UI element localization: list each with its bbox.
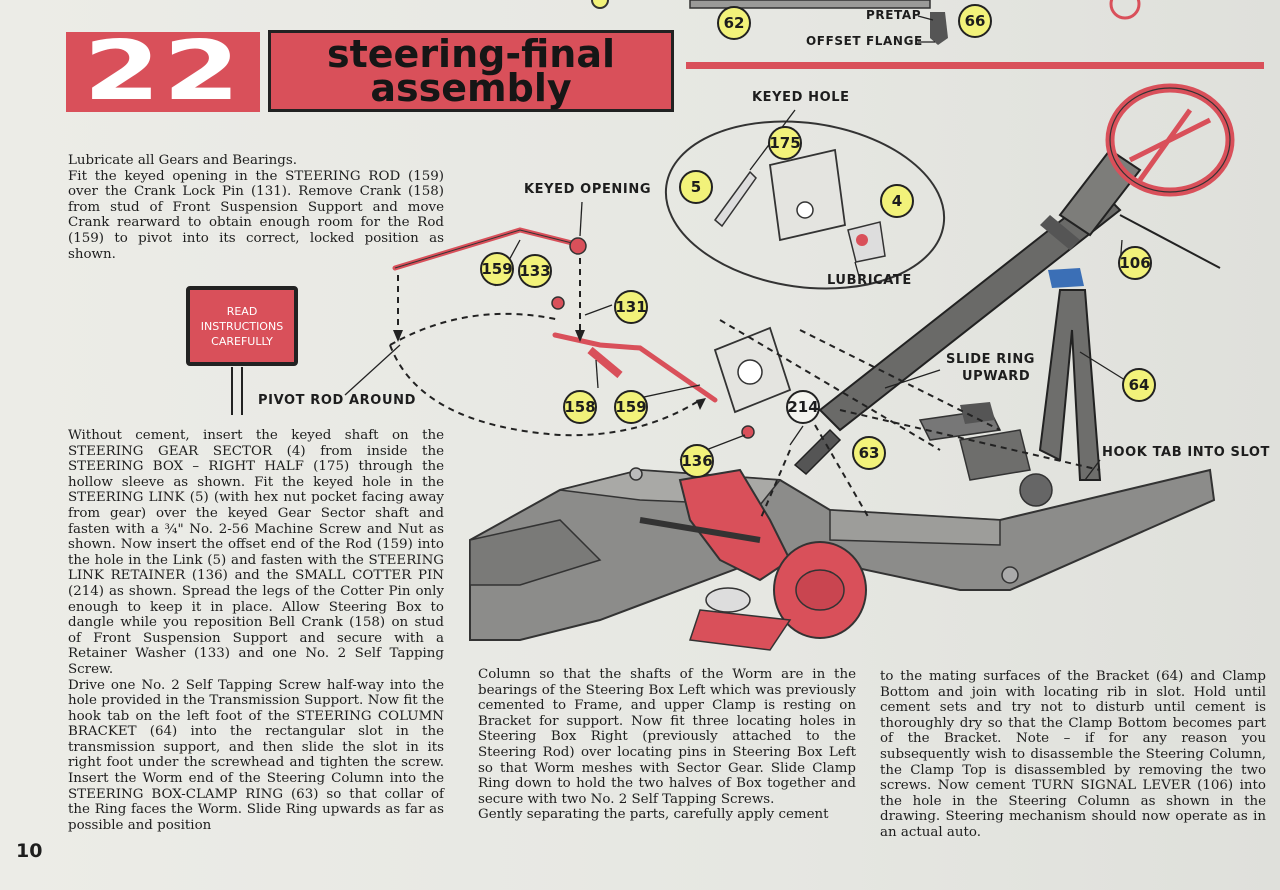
hook-tab-label: HOOK TAB INTO SLOT: [1102, 445, 1270, 460]
sign-post: [231, 367, 243, 415]
title-line-1: steering-final: [326, 32, 615, 76]
top-frame-piece: [689, 0, 931, 9]
callout-159-upper: 159: [480, 252, 514, 286]
paragraph-cement: Gently separating the parts, carefully a…: [478, 807, 829, 823]
callout-159-lower: 159: [614, 390, 648, 424]
callout-175: 175: [768, 126, 802, 160]
body-text-col3: to the mating surfaces of the Bracket (6…: [880, 669, 1266, 841]
paragraph-gear-sector: Without cement, insert the keyed shaft o…: [68, 428, 444, 677]
inset-outline: [664, 120, 946, 290]
steering-column: [818, 188, 1122, 432]
paragraph-worm-shafts: Column so that the shafts of the Worm ar…: [478, 667, 856, 807]
paragraph-steering-rod: Fit the keyed opening in the STEERING RO…: [68, 168, 444, 262]
body-text-col2: Column so that the shafts of the Worm ar…: [478, 667, 856, 823]
callout-66: 66: [958, 4, 992, 38]
callout-63: 63: [852, 436, 886, 470]
page-number: 10: [16, 840, 43, 862]
callout-106: 106: [1118, 246, 1152, 280]
column-bracket: [1038, 289, 1102, 481]
callout-62: 62: [717, 6, 751, 40]
pretap-label: PRETAP: [866, 8, 922, 22]
paragraph-column-bracket: Drive one No. 2 Self Tapping Screw half-…: [68, 677, 444, 833]
slide-ring-label-2: UPWARD: [962, 369, 1031, 384]
step-number: 22: [83, 24, 243, 119]
keyed-opening-label: KEYED OPENING: [524, 182, 652, 197]
callout-136: 136: [680, 444, 714, 478]
intro-text: Lubricate all Gears and Bearings. Fit th…: [68, 153, 444, 262]
pivot-rod-label: PIVOT ROD AROUND: [258, 393, 416, 408]
callout-5: 5: [679, 170, 713, 204]
body-text-col1: Without cement, insert the keyed shaft o…: [68, 428, 444, 833]
offset-flange-part: [930, 12, 948, 45]
callout-131: 131: [614, 290, 648, 324]
callout-64: 64: [1122, 368, 1156, 402]
read-instructions-text: READ INSTRUCTIONS CAREFULLY: [200, 304, 284, 348]
callout-158: 158: [563, 390, 597, 424]
step-title-box: steering-final assembly: [268, 30, 674, 112]
steering-rod-lower: [552, 332, 718, 403]
keyed-hole-label: KEYED HOLE: [752, 90, 850, 105]
callout-4: 4: [880, 184, 914, 218]
paragraph-lubricate: Lubricate all Gears and Bearings.: [68, 153, 297, 168]
title-line-2: assembly: [370, 66, 572, 110]
step-number-badge: 22: [66, 24, 260, 119]
paragraph-bracket-clamp: to the mating surfaces of the Bracket (6…: [880, 669, 1266, 840]
lubricate-label: LUBRICATE: [827, 273, 912, 288]
callout-133: 133: [518, 254, 552, 288]
offset-flange-label: OFFSET FLANGE: [806, 34, 923, 48]
read-instructions-sign: READ INSTRUCTIONS CAREFULLY: [186, 286, 298, 366]
slide-ring-label-1: SLIDE RING: [946, 352, 1036, 367]
callout-214: 214: [786, 390, 820, 424]
header-rule: [686, 62, 1264, 69]
